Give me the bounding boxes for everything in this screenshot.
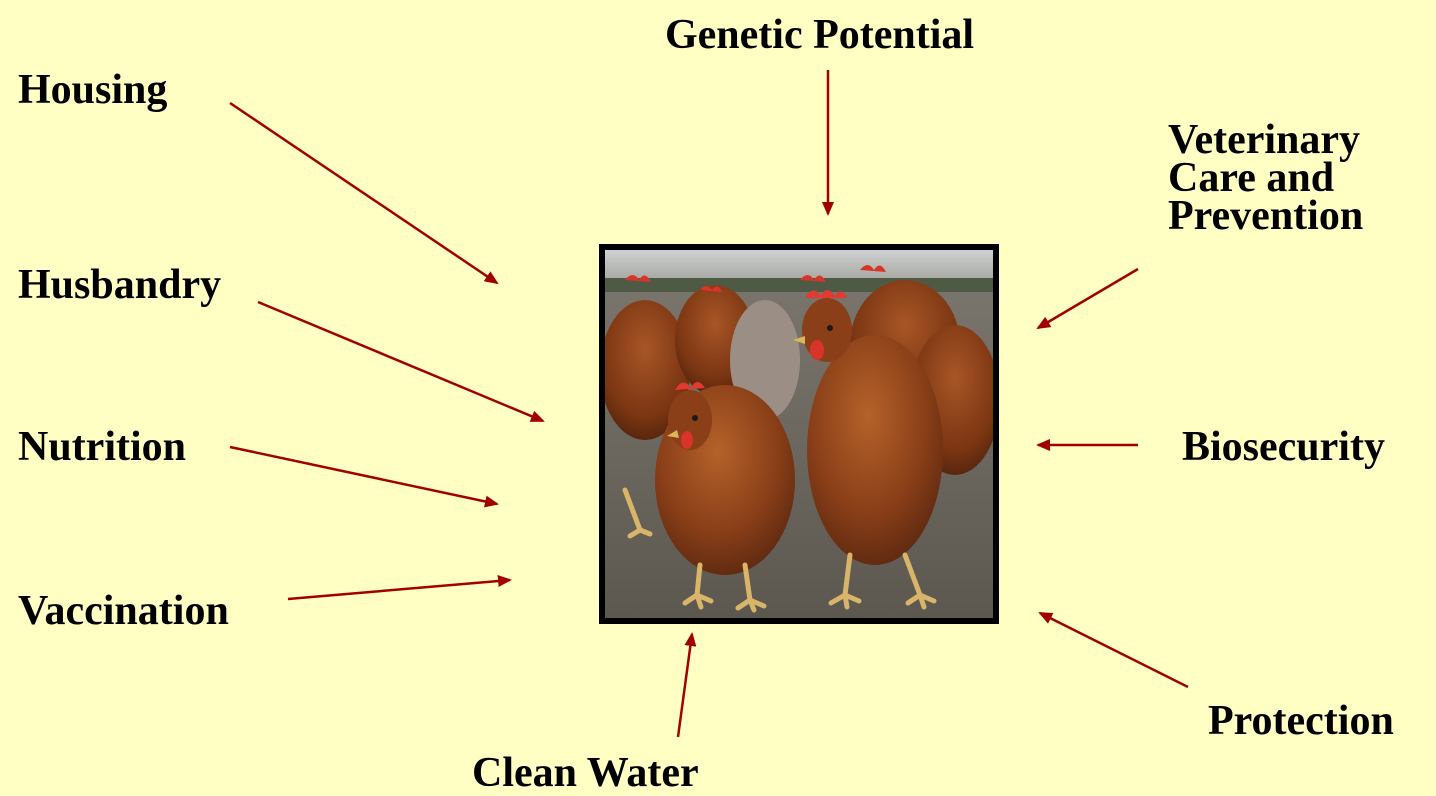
label-veterinary-line-1: Veterinary — [1168, 121, 1363, 159]
chicken-illustration — [605, 250, 993, 618]
label-housing: Housing — [18, 69, 167, 111]
arrow-veterinary — [1038, 269, 1138, 328]
arrow-clean-water — [678, 634, 692, 737]
arrow-vaccination — [288, 580, 510, 599]
label-genetic-potential: Genetic Potential — [665, 14, 974, 56]
arrow-housing — [230, 103, 497, 283]
label-clean-water: Clean Water — [472, 752, 699, 794]
label-veterinary-care-prevention: Veterinary Care and Prevention — [1168, 121, 1363, 235]
label-biosecurity: Biosecurity — [1182, 426, 1385, 468]
label-protection: Protection — [1208, 700, 1394, 742]
label-nutrition: Nutrition — [18, 426, 186, 468]
arrow-husbandry — [258, 302, 543, 421]
label-veterinary-line-2: Care and — [1168, 159, 1363, 197]
label-vaccination: Vaccination — [18, 590, 229, 632]
label-husbandry: Husbandry — [18, 264, 221, 306]
arrow-protection — [1040, 613, 1188, 687]
arrow-nutrition — [230, 447, 497, 504]
label-veterinary-line-3: Prevention — [1168, 197, 1363, 235]
chicken-photo — [599, 244, 999, 624]
